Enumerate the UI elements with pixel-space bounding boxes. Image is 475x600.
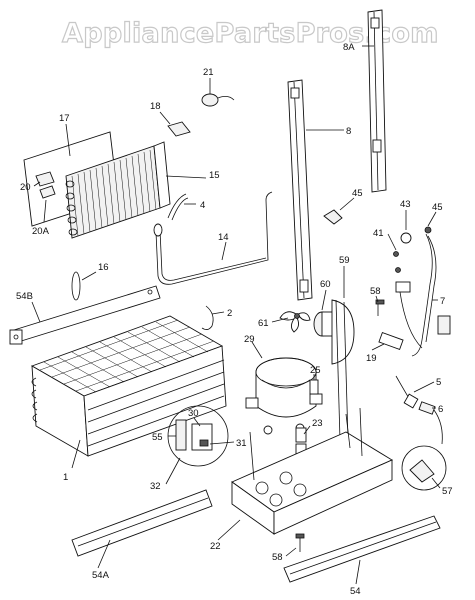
- callout-17: 17: [59, 113, 70, 124]
- screw-58: [375, 299, 385, 316]
- rail-54: [283, 515, 441, 583]
- center-bracket-8: [287, 79, 313, 301]
- callout-25: 25: [310, 365, 321, 376]
- screw-41: [393, 251, 401, 273]
- callout-23: 23: [312, 418, 323, 429]
- rail-54A: [71, 489, 213, 557]
- callout-20: 20: [20, 182, 31, 193]
- mounting-clip-20: [35, 171, 56, 199]
- callout-32: 32: [150, 481, 161, 492]
- connector-6: [418, 401, 443, 445]
- callout-29: 29: [244, 334, 255, 345]
- clip-2: [201, 305, 214, 330]
- callout-58-top: 58: [370, 286, 381, 297]
- callout-8: 8: [346, 126, 351, 137]
- tubing-4: [167, 193, 189, 221]
- callout-61: 61: [258, 318, 269, 329]
- callout-41: 41: [373, 228, 384, 239]
- callout-8A: 8A: [343, 42, 355, 53]
- clip-57: [401, 445, 447, 491]
- callout-31: 31: [236, 438, 247, 449]
- fan-blade-61: [279, 311, 311, 333]
- callout-43: 43: [400, 199, 411, 210]
- callout-16: 16: [98, 262, 109, 273]
- callout-45-right: 45: [432, 202, 443, 213]
- grommet-25: [309, 379, 319, 395]
- callout-54: 54: [350, 586, 361, 597]
- callout-6: 6: [438, 404, 443, 415]
- callout-58-bottom: 58: [272, 552, 283, 563]
- callout-54A: 54A: [92, 570, 110, 581]
- power-cord-7: [395, 233, 451, 357]
- grommet-16: [71, 271, 81, 301]
- callout-22: 22: [210, 541, 221, 552]
- callout-30: 30: [188, 408, 199, 419]
- callout-15: 15: [209, 170, 220, 181]
- drier-tube-14: [153, 191, 273, 285]
- callout-5: 5: [436, 377, 441, 388]
- side-bracket-8A: [367, 9, 387, 193]
- compressor-29: [245, 357, 323, 435]
- condenser-15: [65, 141, 171, 239]
- callout-7: 7: [440, 296, 445, 307]
- callout-21: 21: [203, 67, 214, 78]
- callout-18: 18: [150, 101, 161, 112]
- fan-shroud-59: [331, 299, 355, 441]
- base-pan-22: [231, 407, 393, 535]
- plug-5: [395, 375, 419, 409]
- relay-43: [400, 232, 412, 244]
- callout-60: 60: [320, 279, 331, 290]
- callout-2: 2: [227, 308, 232, 319]
- callout-20A: 20A: [32, 226, 50, 237]
- callout-54B: 54B: [16, 291, 33, 302]
- bracket-54B: [9, 285, 161, 345]
- sensor-21: [201, 93, 235, 107]
- screw-58b: [295, 533, 305, 552]
- screw-45a: [323, 209, 343, 225]
- callout-45-left: 45: [352, 188, 363, 199]
- callout-55: 55: [152, 432, 163, 443]
- tube-19: [378, 331, 404, 351]
- callout-4: 4: [200, 200, 205, 211]
- callout-labels: 21 18 17 15 20 20A 4 14 16 54B 2 1 8A 8 …: [16, 42, 453, 597]
- clip-18: [167, 121, 191, 137]
- callout-19: 19: [366, 353, 377, 364]
- screw-45b: [424, 226, 432, 234]
- relay-assembly-55: [167, 405, 229, 467]
- callout-59: 59: [339, 255, 350, 266]
- leader-lines: [31, 45, 441, 585]
- callout-57: 57: [442, 486, 453, 497]
- callout-14: 14: [218, 232, 229, 243]
- callout-1: 1: [63, 472, 68, 483]
- evaporator-coil-1: [30, 315, 227, 457]
